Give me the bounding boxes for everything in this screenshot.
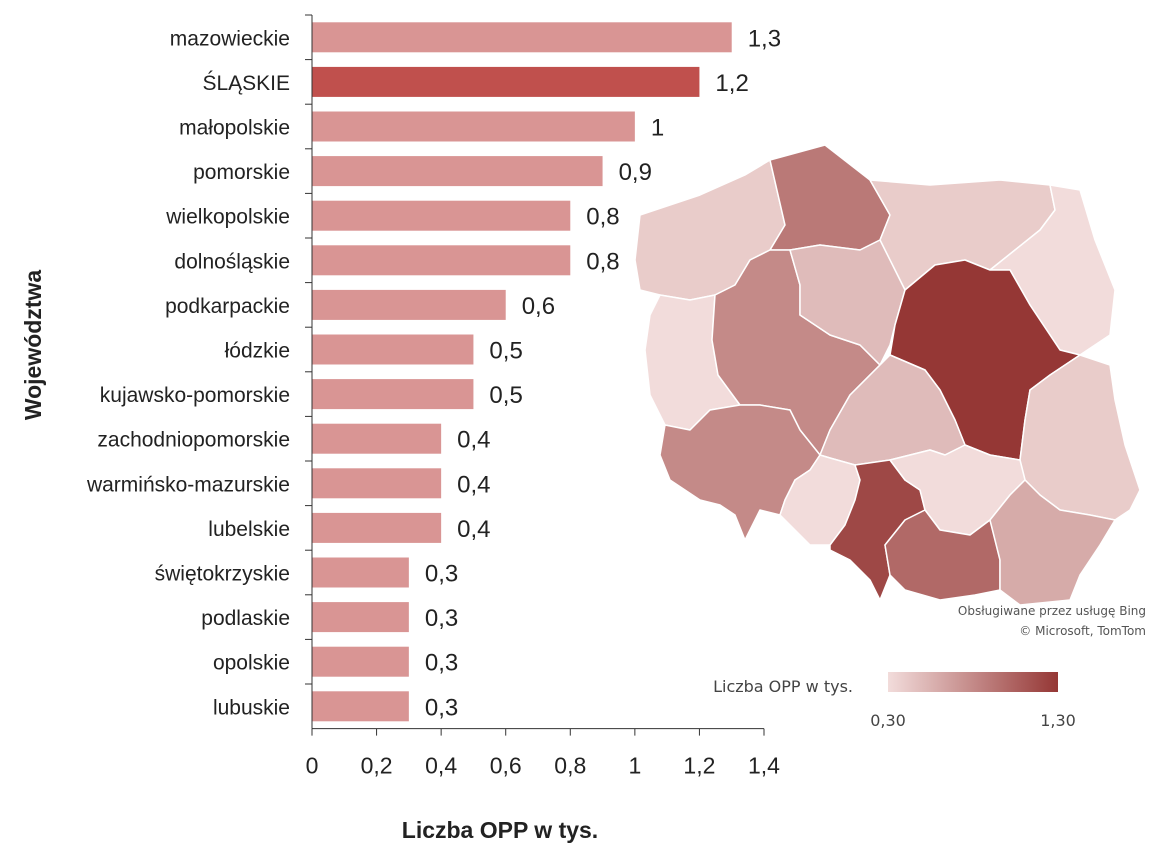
category-label-13: podlaskie	[201, 607, 290, 630]
bar-8	[312, 379, 474, 410]
x-tick-label-3: 0,6	[490, 753, 522, 779]
bar-7	[312, 334, 474, 365]
data-label-3: 0,9	[619, 159, 652, 186]
data-label-11: 0,4	[457, 516, 490, 543]
data-label-8: 0,5	[489, 382, 522, 409]
data-label-7: 0,5	[489, 338, 522, 365]
x-tick-label-0: 0	[306, 753, 319, 779]
bar-15	[312, 691, 409, 722]
data-label-5: 0,8	[586, 248, 619, 275]
bar-13	[312, 602, 409, 633]
category-label-8: kujawsko-pomorskie	[100, 384, 290, 407]
x-tick-label-5: 1	[628, 753, 641, 779]
bar-3	[312, 156, 603, 187]
x-tick-label-6: 1,2	[683, 753, 715, 779]
bar-series	[312, 22, 732, 722]
bar-2	[312, 111, 635, 142]
data-label-14: 0,3	[425, 650, 458, 677]
category-label-1: ŚLĄSKIE	[202, 71, 290, 95]
y-axis-title: Województwa	[20, 270, 46, 421]
data-label-2: 1	[651, 115, 664, 142]
map-legend-title: Liczba OPP w tys.	[713, 677, 853, 696]
category-label-12: świętokrzyskie	[155, 563, 290, 586]
map-legend-gradient	[888, 672, 1058, 692]
bar-5	[312, 245, 571, 276]
map-legend: Liczba OPP w tys. 0,30 1,30	[713, 672, 1076, 730]
map-region-podkarpackie	[989, 479, 1116, 606]
x-tick-label-4: 0,8	[554, 753, 586, 779]
bar-1	[312, 66, 700, 97]
bar-9	[312, 423, 442, 454]
poland-map	[634, 144, 1141, 606]
map-legend-min: 0,30	[870, 711, 906, 730]
axes: 0 0,2 0,4 0,6 0,8 1 1,2 1,4	[305, 14, 780, 779]
data-label-9: 0,4	[457, 427, 490, 454]
x-axis-title: Liczba OPP w tys.	[402, 817, 598, 843]
category-label-11: lubelskie	[208, 518, 290, 541]
data-label-1: 1,2	[715, 70, 748, 97]
bar-12	[312, 557, 409, 588]
category-label-4: wielkopolskie	[165, 206, 290, 229]
data-label-0: 1,3	[748, 25, 781, 52]
data-labels: 1,31,210,90,80,80,60,50,50,40,40,40,30,3…	[425, 25, 781, 721]
bar-14	[312, 646, 409, 677]
map-region-pomorskie	[769, 144, 891, 251]
data-label-12: 0,3	[425, 561, 458, 588]
category-label-10: warmińsko-mazurskie	[86, 473, 290, 496]
x-tick-label-1: 0,2	[361, 753, 393, 779]
map-legend-max: 1,30	[1040, 711, 1076, 730]
category-label-2: małopolskie	[179, 117, 290, 140]
bar-11	[312, 512, 442, 543]
x-tick-label-2: 0,4	[425, 753, 457, 779]
data-label-15: 0,3	[425, 694, 458, 721]
category-label-5: dolnośląskie	[174, 250, 290, 273]
map-attribution-line1: Obsługiwane przez usługę Bing	[958, 604, 1146, 618]
map-region-kujawsko-pomorskie	[789, 239, 906, 366]
category-label-9: zachodniopomorskie	[97, 429, 290, 452]
map-attribution: Obsługiwane przez usługę Bing © Microsof…	[958, 604, 1146, 638]
category-label-3: pomorskie	[193, 161, 290, 184]
data-label-6: 0,6	[522, 293, 555, 320]
data-label-4: 0,8	[586, 204, 619, 231]
bar-4	[312, 200, 571, 231]
map-attribution-line2: © Microsoft, TomTom	[1019, 624, 1146, 638]
data-label-10: 0,4	[457, 471, 490, 498]
category-label-6: podkarpackie	[165, 295, 290, 318]
map-region-malopolskie	[884, 509, 1001, 601]
category-label-15: lubuskie	[213, 696, 290, 719]
category-label-0: mazowieckie	[170, 27, 290, 50]
bar-6	[312, 289, 506, 320]
bar-0	[312, 22, 732, 53]
bar-10	[312, 468, 442, 499]
category-label-14: opolskie	[213, 652, 290, 675]
data-label-13: 0,3	[425, 605, 458, 632]
category-label-7: łódzkie	[225, 340, 290, 363]
x-tick-label-7: 1,4	[748, 753, 780, 779]
